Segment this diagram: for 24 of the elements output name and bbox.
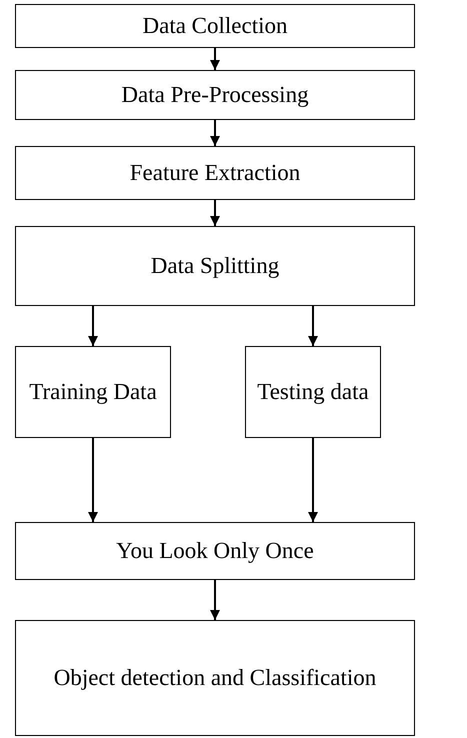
process-box bbox=[15, 522, 415, 580]
arrow bbox=[308, 306, 318, 346]
arrow bbox=[308, 438, 318, 522]
process-box bbox=[15, 70, 415, 120]
process-box bbox=[15, 4, 415, 48]
arrow bbox=[88, 306, 98, 346]
process-box bbox=[245, 346, 381, 438]
process-box bbox=[15, 226, 415, 306]
box-label: Testing data bbox=[257, 378, 369, 406]
box-label: Data Splitting bbox=[150, 252, 280, 280]
process-box bbox=[15, 146, 415, 200]
arrow bbox=[210, 48, 220, 70]
arrow bbox=[210, 200, 220, 226]
arrow bbox=[210, 580, 220, 620]
arrow bbox=[88, 438, 98, 522]
box-label: Feature Extraction bbox=[130, 159, 300, 188]
box-label: Data Pre-Processing bbox=[121, 81, 309, 110]
box-label: Object detection and Classification bbox=[54, 664, 376, 692]
process-box bbox=[15, 620, 415, 736]
arrow bbox=[210, 120, 220, 146]
box-label: Training Data bbox=[29, 378, 157, 406]
box-label: You Look Only Once bbox=[116, 537, 314, 566]
process-box bbox=[15, 346, 171, 438]
box-label: Data Collection bbox=[142, 12, 288, 40]
